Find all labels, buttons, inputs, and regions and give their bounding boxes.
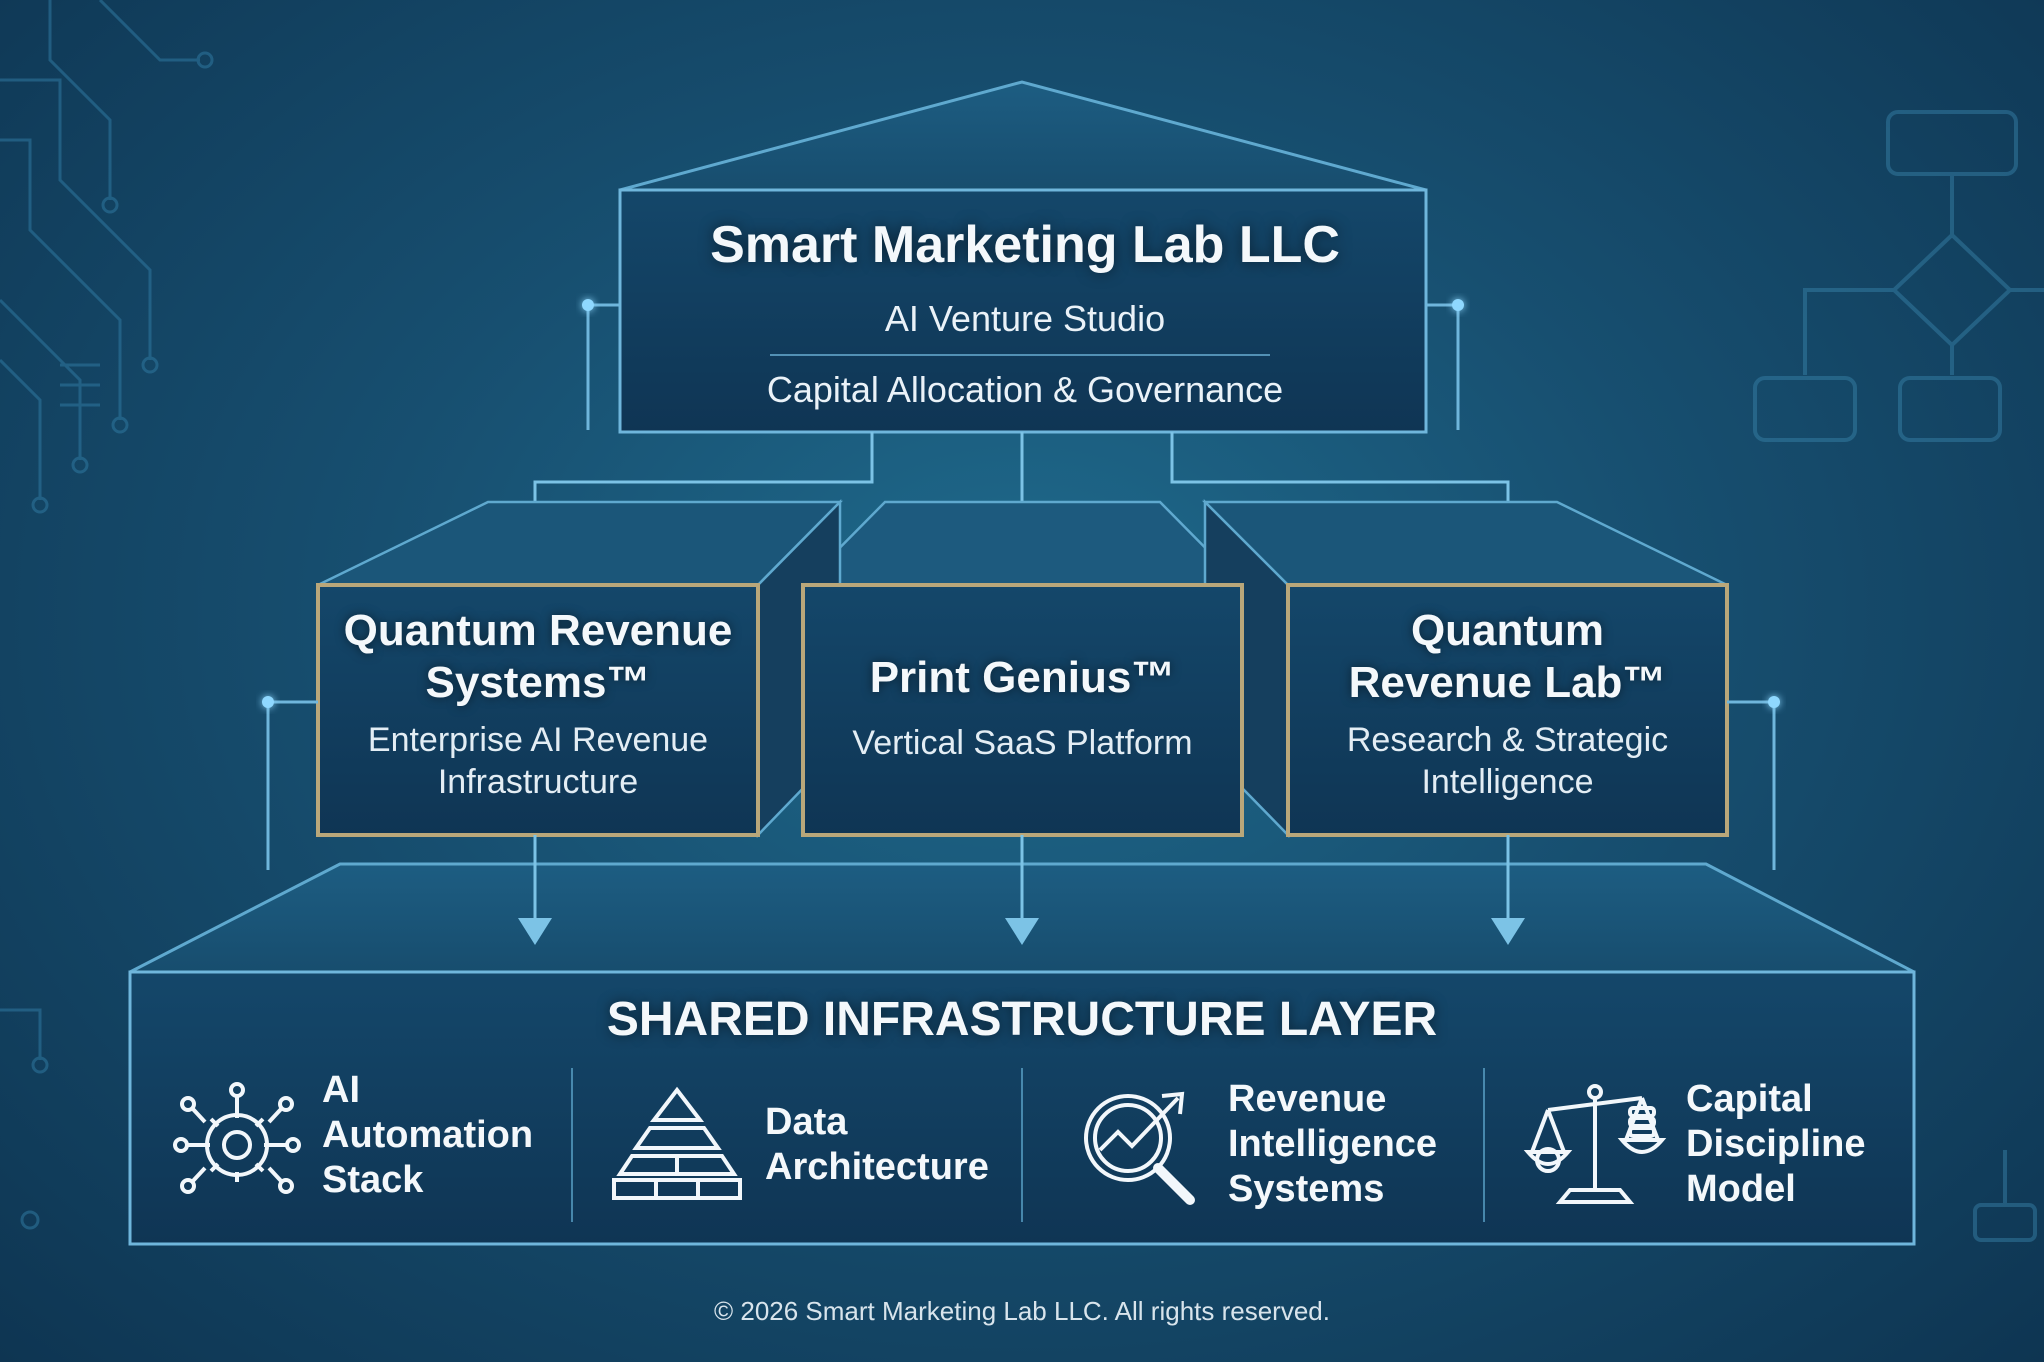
infra-label-line: Intelligence	[1228, 1123, 1438, 1165]
venture-qrs: Quantum Revenue Systems™ Enterprise AI R…	[318, 605, 758, 803]
venture-desc-line: Infrastructure	[437, 763, 639, 801]
glow-dot	[582, 299, 594, 311]
venture-boxes	[316, 583, 1729, 837]
glow-dot	[1452, 299, 1464, 311]
infra-item-ai-automation: AI Automation Stack	[322, 1068, 533, 1203]
venture-title-line: Systems™	[425, 658, 651, 707]
infra-label-line: Capital	[1686, 1078, 1813, 1120]
balance-scale-icon	[1523, 1084, 1667, 1204]
venture-qrl: Quantum Revenue Lab™ Research & Strategi…	[1288, 605, 1727, 803]
infra-label-line: AI	[322, 1069, 360, 1111]
infra-item-capital-discipline: Capital Discipline Model	[1686, 1077, 1866, 1212]
studio-subtitle-1: AI Venture Studio	[884, 298, 1166, 339]
glow-dot	[262, 696, 274, 708]
gear-network-icon	[173, 1082, 301, 1194]
venture-title-line: Quantum Revenue	[343, 606, 733, 655]
infra-label-line: Stack	[322, 1159, 424, 1201]
infra-label-line: Model	[1686, 1168, 1796, 1210]
venture-to-shared-connectors	[533, 835, 1510, 920]
venture-title-line: Quantum	[1410, 606, 1605, 655]
glow-dot	[1768, 696, 1780, 708]
infra-item-data-architecture: Data Architecture	[765, 1100, 989, 1190]
venture-title-line: Revenue Lab™	[1348, 658, 1667, 707]
venture-desc-line: Enterprise AI Revenue	[367, 721, 709, 759]
infra-label-line: Discipline	[1686, 1123, 1866, 1165]
shared-layer-title: SHARED INFRASTRUCTURE LAYER	[606, 993, 1438, 1046]
venture-desc-line: Intelligence	[1421, 763, 1594, 801]
copyright-footer: © 2026 Smart Marketing Lab LLC. All righ…	[713, 1296, 1330, 1326]
studio-subtitle-2: Capital Allocation & Governance	[766, 369, 1284, 410]
circuit-decoration-left	[0, 0, 214, 1230]
venture-title-line: Print Genius™	[869, 653, 1176, 702]
pyramid-icon	[612, 1086, 742, 1200]
flowchart-decoration-right	[1753, 110, 2044, 1242]
infra-label-line: Automation	[322, 1114, 534, 1156]
studio-block	[618, 80, 1428, 434]
venture-desc-line: Vertical SaaS Platform	[852, 724, 1193, 762]
arrowheads-bottom	[518, 918, 1525, 945]
infra-item-revenue-intelligence: Revenue Intelligence Systems	[1228, 1077, 1437, 1212]
infra-label-line: Architecture	[765, 1146, 989, 1188]
infra-label-line: Systems	[1228, 1168, 1385, 1210]
infra-label-line: Data	[765, 1101, 848, 1143]
venture-print-genius: Print Genius™ Vertical SaaS Platform	[803, 652, 1242, 764]
studio-title: Smart Marketing Lab LLC	[710, 216, 1340, 274]
venture-desc-line: Research & Strategic	[1346, 721, 1669, 759]
magnifier-chart-icon	[1084, 1091, 1195, 1205]
infra-label-line: Revenue	[1228, 1078, 1387, 1120]
